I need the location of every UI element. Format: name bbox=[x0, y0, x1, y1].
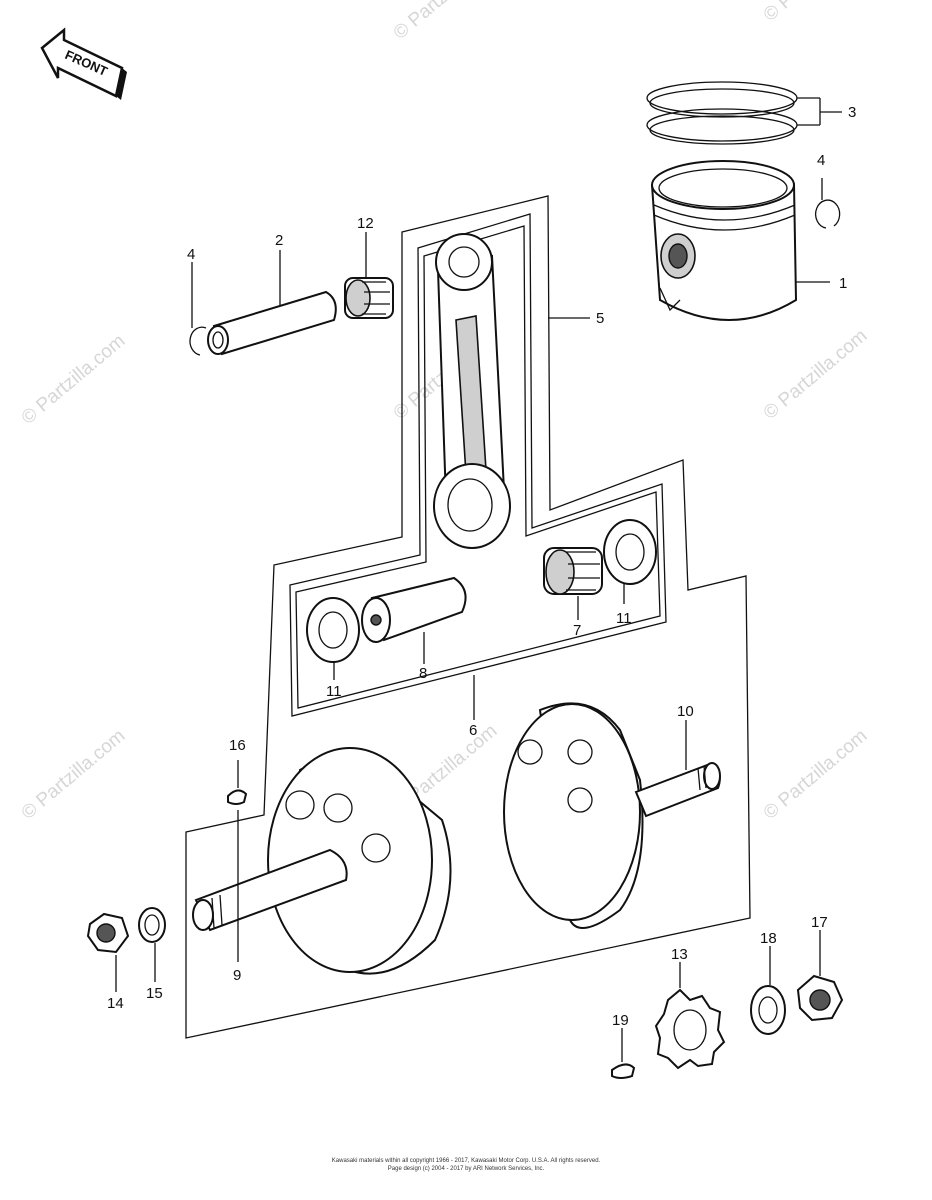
watermark: © Partzilla.com bbox=[760, 325, 872, 423]
callout-14: 14 bbox=[107, 995, 124, 1012]
callout-5: 5 bbox=[596, 310, 604, 327]
crankshaft-assembly-outline bbox=[185, 195, 751, 1039]
callout-4: 4 bbox=[817, 152, 825, 169]
crankshaft-nut-right bbox=[796, 974, 844, 1022]
callout-7: 7 bbox=[573, 622, 581, 639]
callout-12: 12 bbox=[357, 215, 374, 232]
piston-pin-circlip-right bbox=[815, 199, 841, 229]
big-end-needle-bearing bbox=[543, 547, 603, 595]
primary-gear bbox=[654, 988, 726, 1070]
connecting-rod bbox=[433, 233, 511, 549]
callout-8: 8 bbox=[419, 665, 427, 682]
washer-left bbox=[138, 907, 166, 943]
callout-labels: 1 2 3 4 4 5 6 7 8 9 10 11 11 12 13 14 15… bbox=[107, 104, 856, 1029]
piston-pin bbox=[207, 290, 337, 356]
callout-9: 9 bbox=[233, 967, 241, 984]
thrust-washer-right bbox=[603, 519, 657, 585]
piston bbox=[650, 160, 798, 321]
leader-lines bbox=[115, 97, 842, 1062]
callout-3: 3 bbox=[848, 104, 856, 121]
callout-17: 17 bbox=[811, 914, 828, 931]
crank-pin bbox=[361, 576, 467, 643]
woodruff-key-left bbox=[227, 789, 248, 805]
watermark: © Partzilla.com bbox=[18, 725, 130, 823]
watermark: © Partzilla.com bbox=[390, 0, 502, 44]
lock-washer-right bbox=[750, 985, 786, 1035]
callout-11: 11 bbox=[326, 683, 342, 700]
page-design-line: Page design (c) 2004 - 2017 by ARI Netwo… bbox=[387, 1166, 545, 1172]
right-crank-flywheel bbox=[503, 702, 721, 929]
watermark: © Partzilla.com bbox=[18, 330, 130, 428]
crankshaft-nut-left bbox=[86, 912, 130, 954]
callout-19: 19 bbox=[612, 1012, 629, 1029]
callout-15: 15 bbox=[146, 985, 163, 1002]
copyright-line: Kawasaki materials within all copyright … bbox=[331, 1158, 601, 1164]
callout-6: 6 bbox=[469, 722, 477, 739]
connecting-rod-set-outline bbox=[289, 213, 667, 717]
callout-2: 2 bbox=[275, 232, 283, 249]
callout-18: 18 bbox=[760, 930, 777, 947]
callout-11: 11 bbox=[616, 610, 632, 627]
small-end-needle-bearing bbox=[344, 277, 394, 319]
callout-16: 16 bbox=[229, 737, 246, 754]
woodruff-key-right bbox=[611, 1063, 636, 1079]
left-crank-flywheel bbox=[192, 747, 452, 975]
piston-rings bbox=[646, 81, 798, 145]
piston-pin-circlip-left bbox=[189, 326, 207, 356]
callout-13: 13 bbox=[671, 946, 688, 963]
front-arrow-icon: FRONT bbox=[40, 27, 127, 100]
thrust-washer-left bbox=[306, 597, 360, 663]
callout-10: 10 bbox=[677, 703, 694, 720]
watermark: © Partzilla.com bbox=[760, 725, 872, 823]
callout-1: 1 bbox=[839, 275, 847, 292]
watermark: © Partzilla.com bbox=[760, 0, 872, 26]
callout-4: 4 bbox=[187, 246, 195, 263]
